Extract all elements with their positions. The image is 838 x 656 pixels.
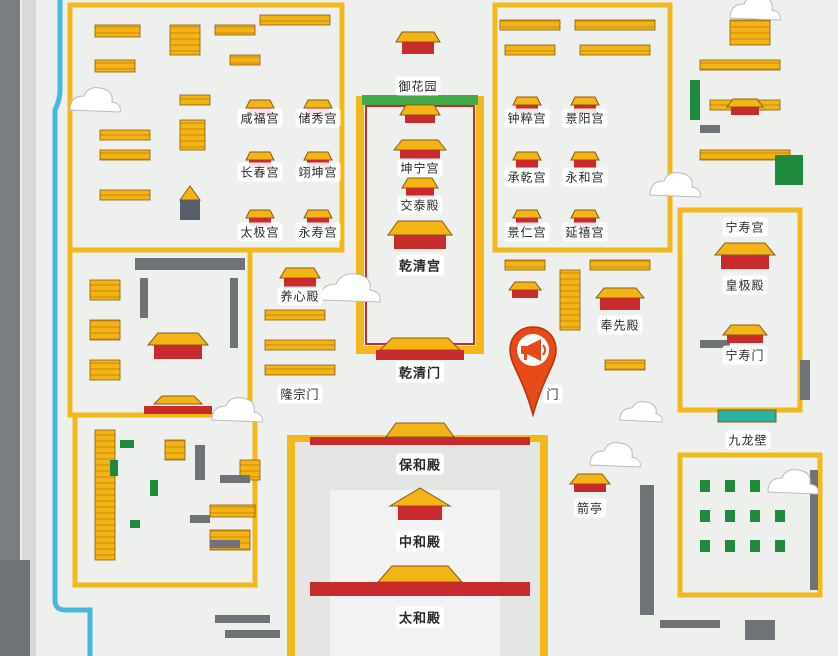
label-longzongmen[interactable]: 隆宗门 xyxy=(277,384,323,404)
label-kunning[interactable]: 坤宁宫 xyxy=(397,158,443,178)
label-jingyunmen[interactable]: 门 xyxy=(543,384,563,404)
label-changchun[interactable]: 长春宫 xyxy=(237,162,283,182)
label-jiulongbi[interactable]: 九龙壁 xyxy=(725,430,771,450)
cloud-decorations xyxy=(69,0,819,495)
label-yonghe[interactable]: 永和宫 xyxy=(562,167,608,187)
label-zhongcui[interactable]: 钟粹宫 xyxy=(504,108,550,128)
label-taiji[interactable]: 太极宫 xyxy=(237,222,283,242)
label-jianting[interactable]: 箭亭 xyxy=(573,498,607,518)
label-yongshou[interactable]: 永寿宫 xyxy=(295,222,341,242)
label-fengxian[interactable]: 奉先殿 xyxy=(597,315,643,335)
east-six-palaces-outline xyxy=(492,2,673,253)
label-yanxi[interactable]: 延禧宫 xyxy=(562,222,608,242)
label-zhonghe[interactable]: 中和殿 xyxy=(395,530,445,552)
label-jingren[interactable]: 景仁宫 xyxy=(504,222,550,242)
label-yangxin[interactable]: 养心殿 xyxy=(277,286,323,306)
label-xianfu[interactable]: 咸福宫 xyxy=(237,108,283,128)
location-pin[interactable] xyxy=(508,325,558,417)
label-yuhuayuan[interactable]: 御花园 xyxy=(395,76,441,96)
label-taihe[interactable]: 太和殿 xyxy=(395,606,445,628)
grey-blocks xyxy=(0,125,818,656)
building-blocks xyxy=(89,14,791,561)
green-blocks xyxy=(110,80,803,552)
label-chuxiu[interactable]: 储秀宫 xyxy=(295,108,341,128)
label-ningshou[interactable]: 宁寿宫 xyxy=(722,217,768,237)
label-jiaotai[interactable]: 交泰殿 xyxy=(397,195,443,215)
moat xyxy=(52,0,93,656)
west-outer-wall xyxy=(0,0,36,656)
megaphone-icon xyxy=(521,339,546,361)
label-chengqian[interactable]: 承乾宫 xyxy=(504,167,550,187)
label-huangji[interactable]: 皇极殿 xyxy=(722,275,768,295)
label-qianqingmen[interactable]: 乾清门 xyxy=(395,361,445,383)
southwest-court-outline xyxy=(72,412,258,588)
label-qianqing[interactable]: 乾清宫 xyxy=(395,254,445,276)
label-yikun[interactable]: 翊坤宫 xyxy=(295,162,341,182)
south-east-court-outline xyxy=(677,452,823,598)
label-baohe[interactable]: 保和殿 xyxy=(395,453,445,475)
label-jingyang[interactable]: 景阳宫 xyxy=(562,108,608,128)
label-ningshoumen[interactable]: 宁寿门 xyxy=(722,345,768,365)
